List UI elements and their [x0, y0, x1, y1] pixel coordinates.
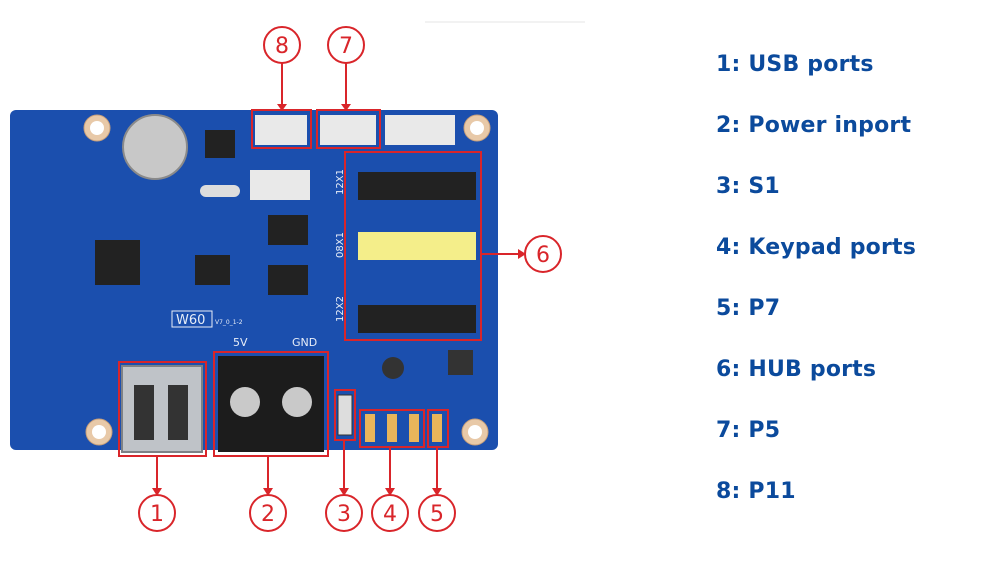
callout-1: 1	[150, 502, 164, 527]
callout-8: 8	[275, 34, 289, 59]
chip	[195, 255, 230, 285]
p7-pins	[432, 414, 442, 442]
gnd-label: GND	[292, 336, 317, 349]
hub-08x1-header	[358, 232, 476, 260]
p11-header	[255, 115, 307, 145]
model-label-box	[171, 310, 213, 328]
legend-item-keypad-ports: 4: Keypad ports	[716, 235, 917, 260]
usb-slot	[168, 385, 188, 440]
callout-arrowheads	[152, 104, 526, 496]
legend-item-usb-ports: 1: USB ports	[716, 52, 874, 77]
callout-7: 7	[339, 34, 353, 59]
crystal	[200, 185, 240, 197]
legend-item-power-inport: 2: Power inport	[716, 113, 912, 138]
chip	[268, 265, 308, 295]
coin-battery	[122, 114, 188, 180]
5v-label: 5V	[233, 336, 248, 349]
callout-3: 3	[337, 502, 351, 527]
chip	[268, 215, 308, 245]
legend-item-s1: 3: S1	[716, 174, 780, 199]
callout-4: 4	[383, 502, 397, 527]
capacitor	[382, 357, 404, 379]
inductor	[448, 350, 473, 375]
legend-item-hub-ports: 6: HUB ports	[716, 357, 877, 382]
legend-item-p5: 7: P5	[716, 418, 781, 443]
keypad-pins	[365, 414, 419, 442]
model-label: W60	[176, 313, 205, 328]
callout-5: 5	[430, 502, 444, 527]
legend-item-p11: 8: P11	[716, 479, 796, 504]
mount-hole	[90, 121, 104, 135]
usb-slot	[134, 385, 154, 440]
p1-header	[385, 115, 455, 145]
mount-hole	[92, 425, 106, 439]
version-label: V7_0_1-2	[215, 319, 243, 326]
chip	[205, 130, 235, 158]
hub-12x2-label: 12X2	[335, 296, 346, 322]
s1-switch	[337, 394, 353, 436]
mount-hole	[470, 121, 484, 135]
mcu-chip	[95, 240, 140, 285]
callout-2: 2	[261, 502, 275, 527]
callout-circles	[138, 26, 562, 532]
hub-12x2-header	[358, 305, 476, 333]
legend-item-p7: 5: P7	[716, 296, 781, 321]
p5-header	[320, 115, 376, 145]
hub-12x1-label: 12X1	[335, 169, 346, 195]
screw	[230, 387, 260, 417]
hub-08x1-label: 08X1	[335, 232, 346, 258]
screw	[282, 387, 312, 417]
hub-12x1-header	[358, 172, 476, 200]
callout-6: 6	[536, 243, 550, 268]
legend: 1: USB ports 2: Power inport 3: S1 4: Ke…	[716, 52, 916, 540]
mount-hole	[468, 425, 482, 439]
p14-header	[250, 170, 310, 200]
